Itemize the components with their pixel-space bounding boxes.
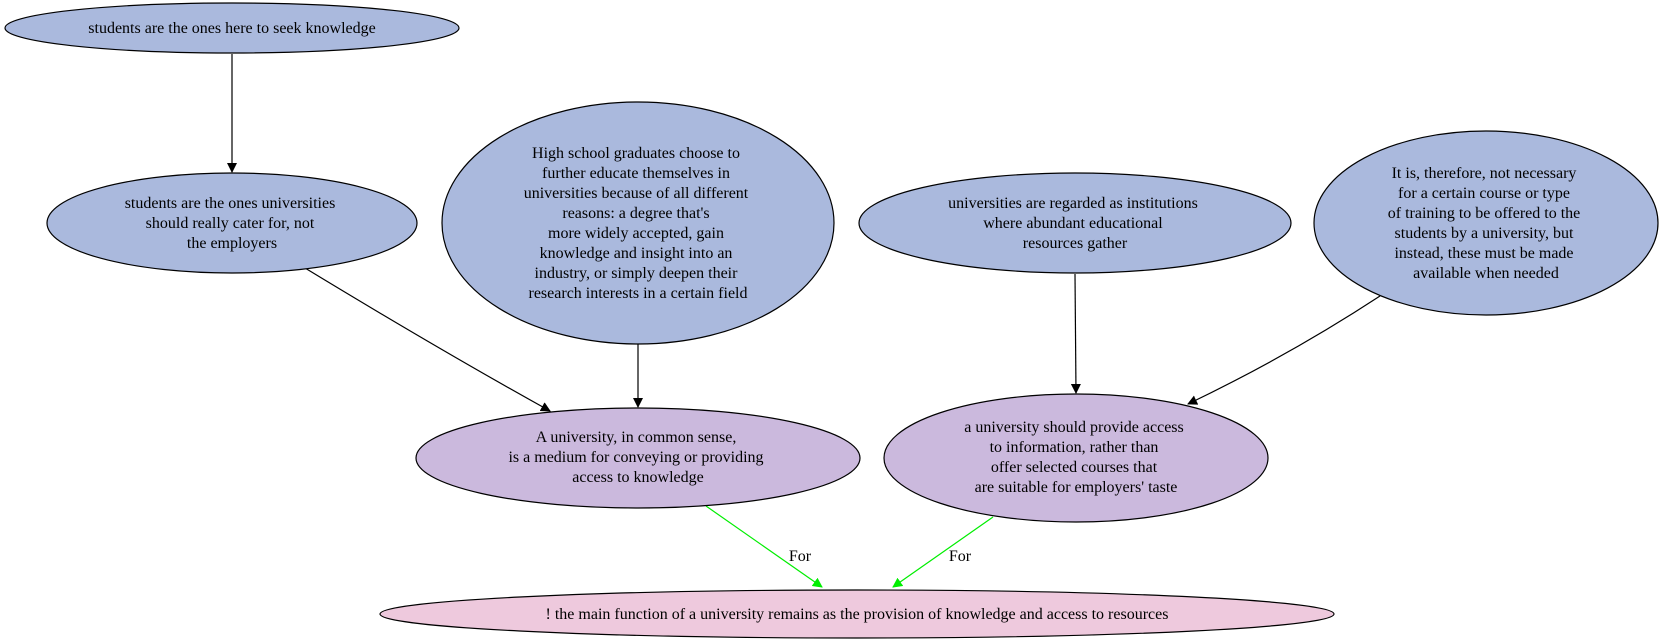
node-seek-knowledge-text: students are the ones here to seek knowl… — [88, 20, 375, 37]
node-medium-knowledge-shape — [415, 407, 861, 509]
node-text-line: resources gather — [1023, 235, 1128, 252]
node-cater-students-text: students are the ones universities shoul… — [125, 195, 340, 252]
node-text-line: further educate themselves in — [542, 165, 730, 182]
edge-cater-to-medium — [304, 267, 551, 412]
node-text-line: available when needed — [1413, 265, 1559, 282]
node-seek-knowledge-shape — [4, 2, 460, 54]
edge-label-for-left: For — [789, 548, 812, 565]
node-text-line: industry, or simply deepen their — [535, 265, 739, 282]
node-cater-students-shape — [46, 172, 418, 274]
node-text-line: is a medium for conveying or providing — [508, 449, 763, 466]
node-main-function: ! the main function of a university rema… — [379, 589, 1335, 639]
node-text-line: ! the main function of a university rema… — [546, 606, 1169, 623]
node-main-function-text: ! the main function of a university rema… — [546, 606, 1169, 623]
node-graduates-reasons-shape — [441, 101, 835, 345]
node-text-line: access to knowledge — [572, 469, 704, 486]
node-text-line: are suitable for employers' taste — [975, 479, 1178, 496]
node-institutions-resources-shape — [858, 172, 1292, 274]
node-text-line: should really cater for, not — [146, 215, 315, 232]
edge-institutions-to-access — [1070, 273, 1081, 394]
node-provide-access-shape — [883, 393, 1269, 523]
node-text-line: students are the ones universities — [125, 195, 336, 212]
node-medium-knowledge: A university, in common sense, is a medi… — [415, 407, 861, 509]
node-text-line: universities are regarded as institution… — [948, 195, 1198, 212]
node-text-line: universities because of all different — [524, 185, 749, 202]
node-provide-access: a university should provide access to in… — [883, 393, 1269, 523]
node-text-line: of training to be offered to the — [1388, 205, 1581, 222]
node-text-line: A university, in common sense, — [536, 429, 737, 446]
node-text-line: where abundant educational — [983, 215, 1163, 232]
node-text-line: to information, rather than — [990, 439, 1159, 456]
node-cater-students: students are the ones universities shoul… — [46, 172, 418, 274]
node-main-function-shape — [379, 589, 1335, 639]
edge-notnecessary-to-access — [1187, 295, 1381, 405]
node-text-line: instead, these must be made — [1394, 245, 1573, 262]
node-graduates-reasons: High school graduates choose to further … — [441, 101, 835, 345]
edge-label-for-right: For — [949, 548, 972, 565]
node-text-line: High school graduates choose to — [532, 145, 740, 162]
node-seek-knowledge: students are the ones here to seek knowl… — [4, 2, 460, 54]
node-text-line: research interests in a certain field — [529, 285, 748, 302]
node-text-line: for a certain course or type — [1398, 185, 1570, 202]
node-institutions-resources-text: universities are regarded as institution… — [948, 195, 1202, 252]
node-text-line: the employers — [187, 235, 277, 252]
node-graduates-reasons-text: High school graduates choose to further … — [524, 145, 753, 302]
node-text-line: students by a university, but — [1395, 225, 1575, 242]
node-text-line: more widely accepted, gain — [548, 225, 724, 242]
edge-access-to-main — [892, 516, 994, 588]
node-not-necessary-text: It is, therefore, not necessary for a ce… — [1388, 165, 1585, 282]
node-medium-knowledge-text: A university, in common sense, is a medi… — [508, 429, 767, 486]
node-text-line: It is, therefore, not necessary — [1392, 165, 1577, 182]
node-text-line: knowledge and insight into an — [540, 245, 733, 262]
node-provide-access-text: a university should provide access to in… — [964, 419, 1188, 496]
edge-medium-to-main — [705, 505, 823, 588]
node-text-line: students are the ones here to seek knowl… — [88, 20, 375, 37]
node-text-line: offer selected courses that — [991, 459, 1158, 476]
node-institutions-resources: universities are regarded as institution… — [858, 172, 1292, 274]
node-text-line: reasons: a degree that's — [562, 205, 709, 222]
node-not-necessary: It is, therefore, not necessary for a ce… — [1313, 130, 1659, 316]
node-text-line: a university should provide access — [964, 419, 1184, 436]
node-not-necessary-shape — [1313, 130, 1659, 316]
edges — [227, 54, 1381, 588]
